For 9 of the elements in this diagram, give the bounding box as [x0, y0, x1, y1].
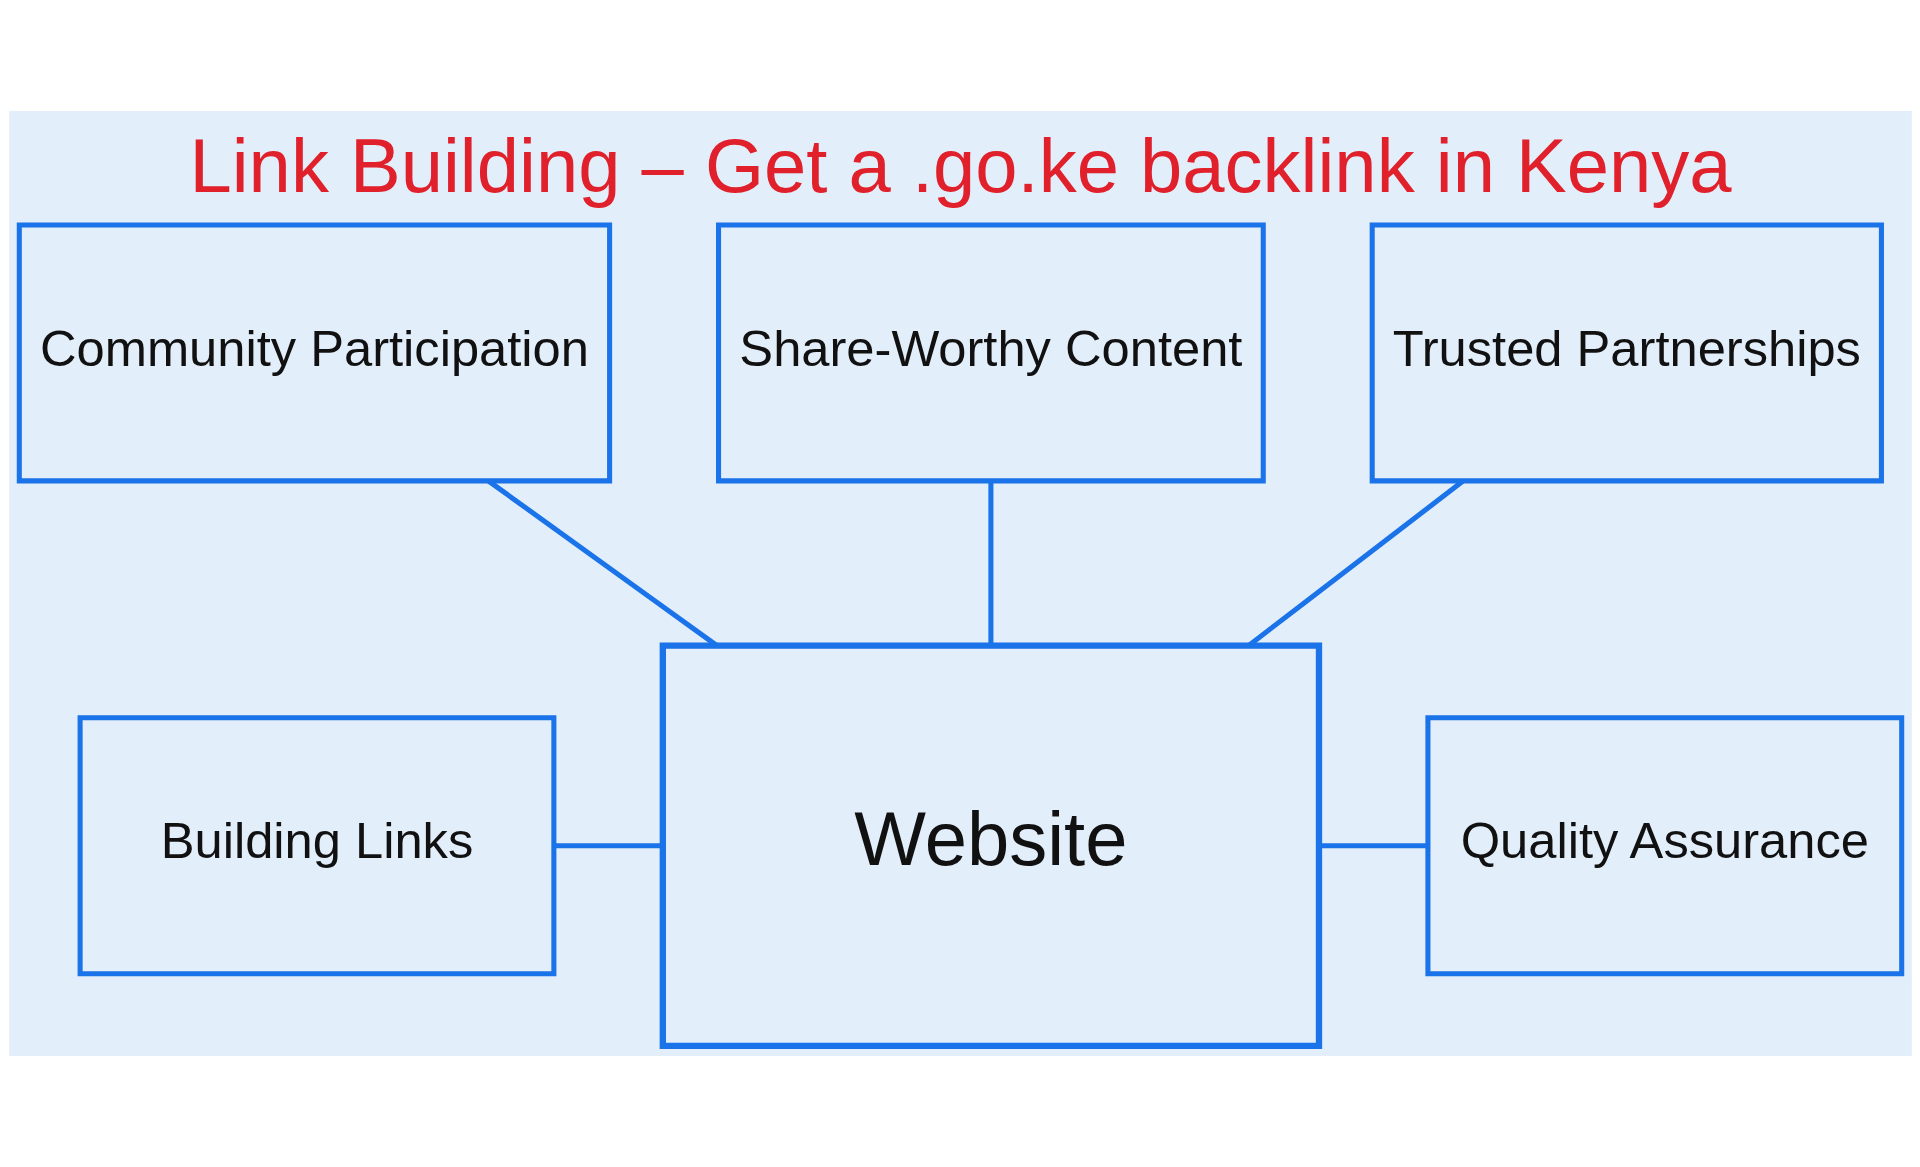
node-box: Share-Worthy Content	[715, 222, 1266, 484]
node-box: Community Participation	[16, 222, 612, 484]
node-box: Trusted Partnerships	[1369, 222, 1884, 484]
node-box: Website	[659, 642, 1322, 1050]
node-box: Building Links	[77, 715, 556, 977]
node-box: Quality Assurance	[1424, 715, 1904, 977]
connector	[553, 843, 662, 849]
diagram-title: Link Building – Get a .go.ke backlink in Kenya	[188, 123, 1732, 209]
connector	[987, 481, 993, 646]
